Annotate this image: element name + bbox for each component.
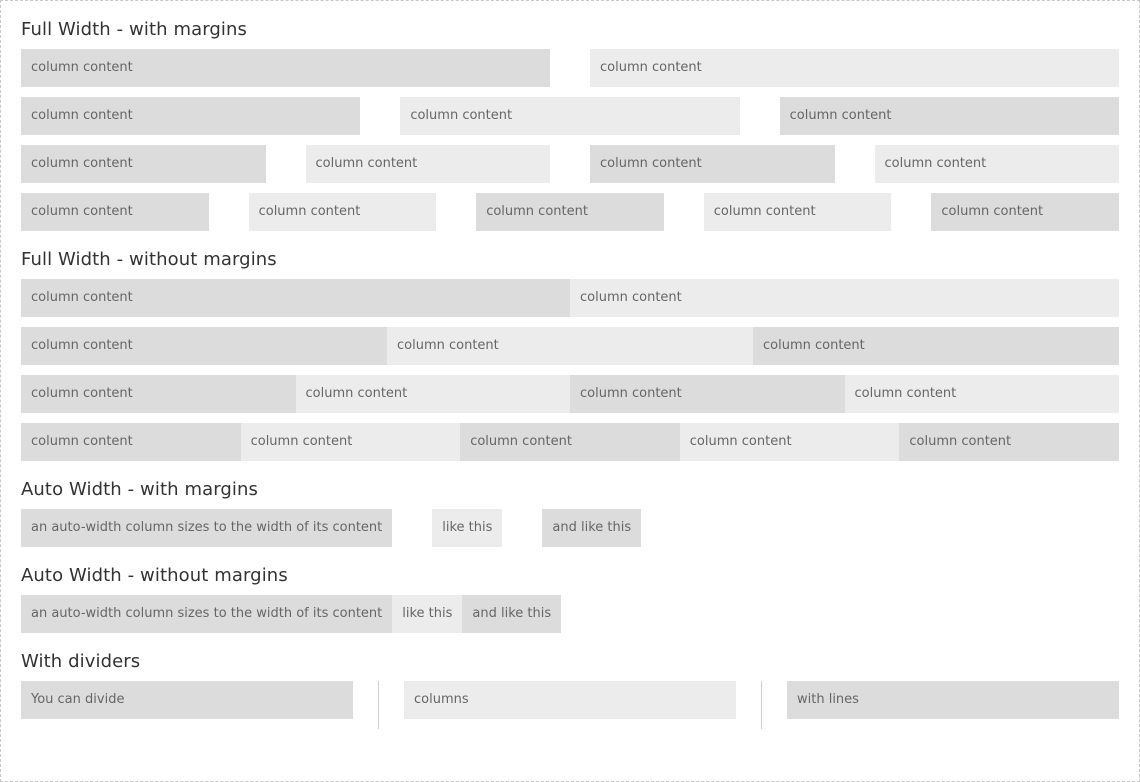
section-title-auto-width-without-margins: Auto Width - without margins xyxy=(21,565,288,586)
column-cell: column content xyxy=(21,145,266,183)
column-cell: column content xyxy=(844,375,1119,413)
column-cell: column content xyxy=(240,423,461,461)
column-cell: column content xyxy=(679,423,900,461)
column-cell: column content xyxy=(295,375,570,413)
column-cell: column content xyxy=(21,97,361,135)
column-cell: column content xyxy=(21,49,550,87)
grid-row-4-cols: column content column content column con… xyxy=(21,375,1119,413)
column-cell: column content xyxy=(590,145,835,183)
column-cell: column content xyxy=(460,423,680,461)
column-cell: column content xyxy=(21,375,296,413)
column-cell: column content xyxy=(400,97,740,135)
auto-width-row: an auto-width column sizes to the width … xyxy=(21,509,1119,547)
column-cell: column content xyxy=(590,49,1119,87)
auto-column-cell: like this xyxy=(432,509,503,547)
section-title-full-width-without-margins: Full Width - without margins xyxy=(21,249,277,270)
column-cell: column content xyxy=(21,193,209,231)
column-cell: column content xyxy=(387,327,753,365)
grid-row-5-cols: column content column content column con… xyxy=(21,193,1119,231)
column-divider xyxy=(378,681,379,729)
column-cell: column content xyxy=(570,375,845,413)
column-cell: column content xyxy=(931,193,1119,231)
grid-row-3-cols: column content column content column con… xyxy=(21,97,1119,135)
divided-row: You can divide columns with lines xyxy=(21,681,1119,729)
column-cell: column content xyxy=(570,279,1119,317)
column-divider xyxy=(761,681,762,729)
column-cell: column content xyxy=(779,97,1119,135)
section-title-auto-width-with-margins: Auto Width - with margins xyxy=(21,479,259,500)
column-cell: column content xyxy=(21,327,387,365)
grid-row-2-cols: column content column content xyxy=(21,279,1119,317)
column-cell: column content xyxy=(899,423,1119,461)
grid-row-3-cols: column content column content column con… xyxy=(21,327,1119,365)
column-cell: column content xyxy=(874,145,1119,183)
section-title-with-dividers: With dividers xyxy=(21,651,141,672)
column-cell: columns xyxy=(404,681,736,719)
column-cell: column content xyxy=(753,327,1119,365)
column-cell: You can divide xyxy=(21,681,353,719)
column-cell: column content xyxy=(476,193,664,231)
column-cell: column content xyxy=(21,423,241,461)
auto-column-cell: an auto-width column sizes to the width … xyxy=(21,509,393,547)
auto-width-row: an auto-width column sizes to the width … xyxy=(21,595,1119,633)
auto-column-cell: and like this xyxy=(462,595,562,633)
grid-row-4-cols: column content column content column con… xyxy=(21,145,1119,183)
auto-column-cell: like this xyxy=(392,595,463,633)
section-title-full-width-with-margins: Full Width - with margins xyxy=(21,19,248,40)
auto-column-cell: an auto-width column sizes to the width … xyxy=(21,595,393,633)
column-cell: with lines xyxy=(787,681,1119,719)
auto-column-cell: and like this xyxy=(542,509,642,547)
grid-row-5-cols: column content column content column con… xyxy=(21,423,1119,461)
grid-row-2-cols: column content column content xyxy=(21,49,1119,87)
column-cell: column content xyxy=(703,193,892,231)
column-cell: column content xyxy=(21,279,570,317)
column-cell: column content xyxy=(305,145,550,183)
column-cell: column content xyxy=(248,193,437,231)
